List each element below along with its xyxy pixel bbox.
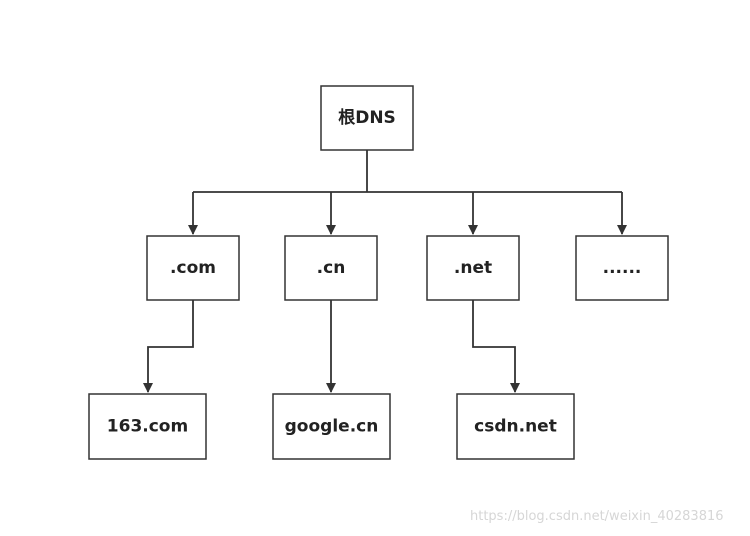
node-cn-label: .cn <box>317 258 346 278</box>
node-163-com-label: 163.com <box>107 417 188 437</box>
node-root-label: 根DNS <box>338 107 396 128</box>
edge-net-to-csdn <box>472 300 520 393</box>
node-net-label: .net <box>454 258 492 278</box>
node-csdn-net-label: csdn.net <box>474 417 557 437</box>
node-root: 根DNS <box>320 85 414 151</box>
watermark-url: https://blog.csdn.net/weixin_40283816 <box>470 509 724 524</box>
node-com: .com <box>146 235 240 301</box>
edge-com-to-163 <box>143 300 194 393</box>
node-google-cn-label: google.cn <box>285 417 379 437</box>
edges <box>143 150 627 393</box>
node-cn: .cn <box>284 235 378 301</box>
node-more: ...... <box>575 235 669 301</box>
node-google-cn: google.cn <box>272 393 391 460</box>
node-csdn-net: csdn.net <box>456 393 575 460</box>
node-net: .net <box>426 235 520 301</box>
node-com-label: .com <box>170 258 216 278</box>
node-163-com: 163.com <box>88 393 207 460</box>
node-more-label: ...... <box>603 258 642 278</box>
